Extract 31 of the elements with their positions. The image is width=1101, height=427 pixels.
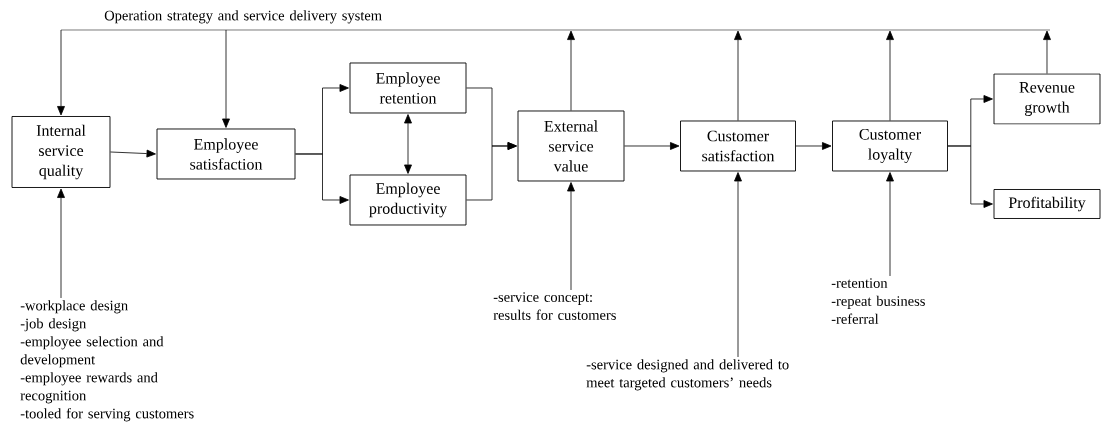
arrow [466, 142, 517, 201]
arrow [110, 149, 156, 158]
process-box: Employee satisfaction [156, 128, 296, 180]
process-box: Employee retention [349, 62, 467, 114]
arrow [886, 30, 894, 121]
process-box: Customer satisfaction [680, 120, 796, 172]
process-box: Internal service quality [11, 116, 111, 188]
arrow [567, 30, 575, 111]
system-label: Operation strategy and service delivery system [104, 10, 382, 24]
process-box: Employee productivity [349, 174, 467, 226]
process-box: Customer loyalty [832, 120, 948, 172]
arrow [57, 29, 65, 116]
process-box: Revenue growth [993, 73, 1101, 125]
arrow [1043, 30, 1051, 74]
arrow [734, 30, 742, 121]
note-text: -service designed and delivered to meet targeted customers’ needs [586, 359, 789, 391]
arrow [624, 142, 680, 150]
arrow [886, 172, 894, 277]
note-text: -service concept: results for customers [493, 292, 616, 320]
process-box: External service value [517, 110, 625, 182]
arrow [567, 182, 575, 291]
arrow [57, 188, 65, 299]
note-text: -retention -repeat business -referral [831, 278, 925, 324]
arrow [795, 142, 832, 150]
note-text: -workplace design -job design -employee selection and development -employee rewards and recognition -tooled for serving customers [20, 300, 194, 422]
process-box: Profitability [993, 189, 1101, 219]
arrow [947, 145, 993, 208]
arrow [222, 29, 230, 128]
arrow [404, 114, 412, 174]
arrow [295, 153, 349, 204]
arrow [734, 172, 742, 358]
